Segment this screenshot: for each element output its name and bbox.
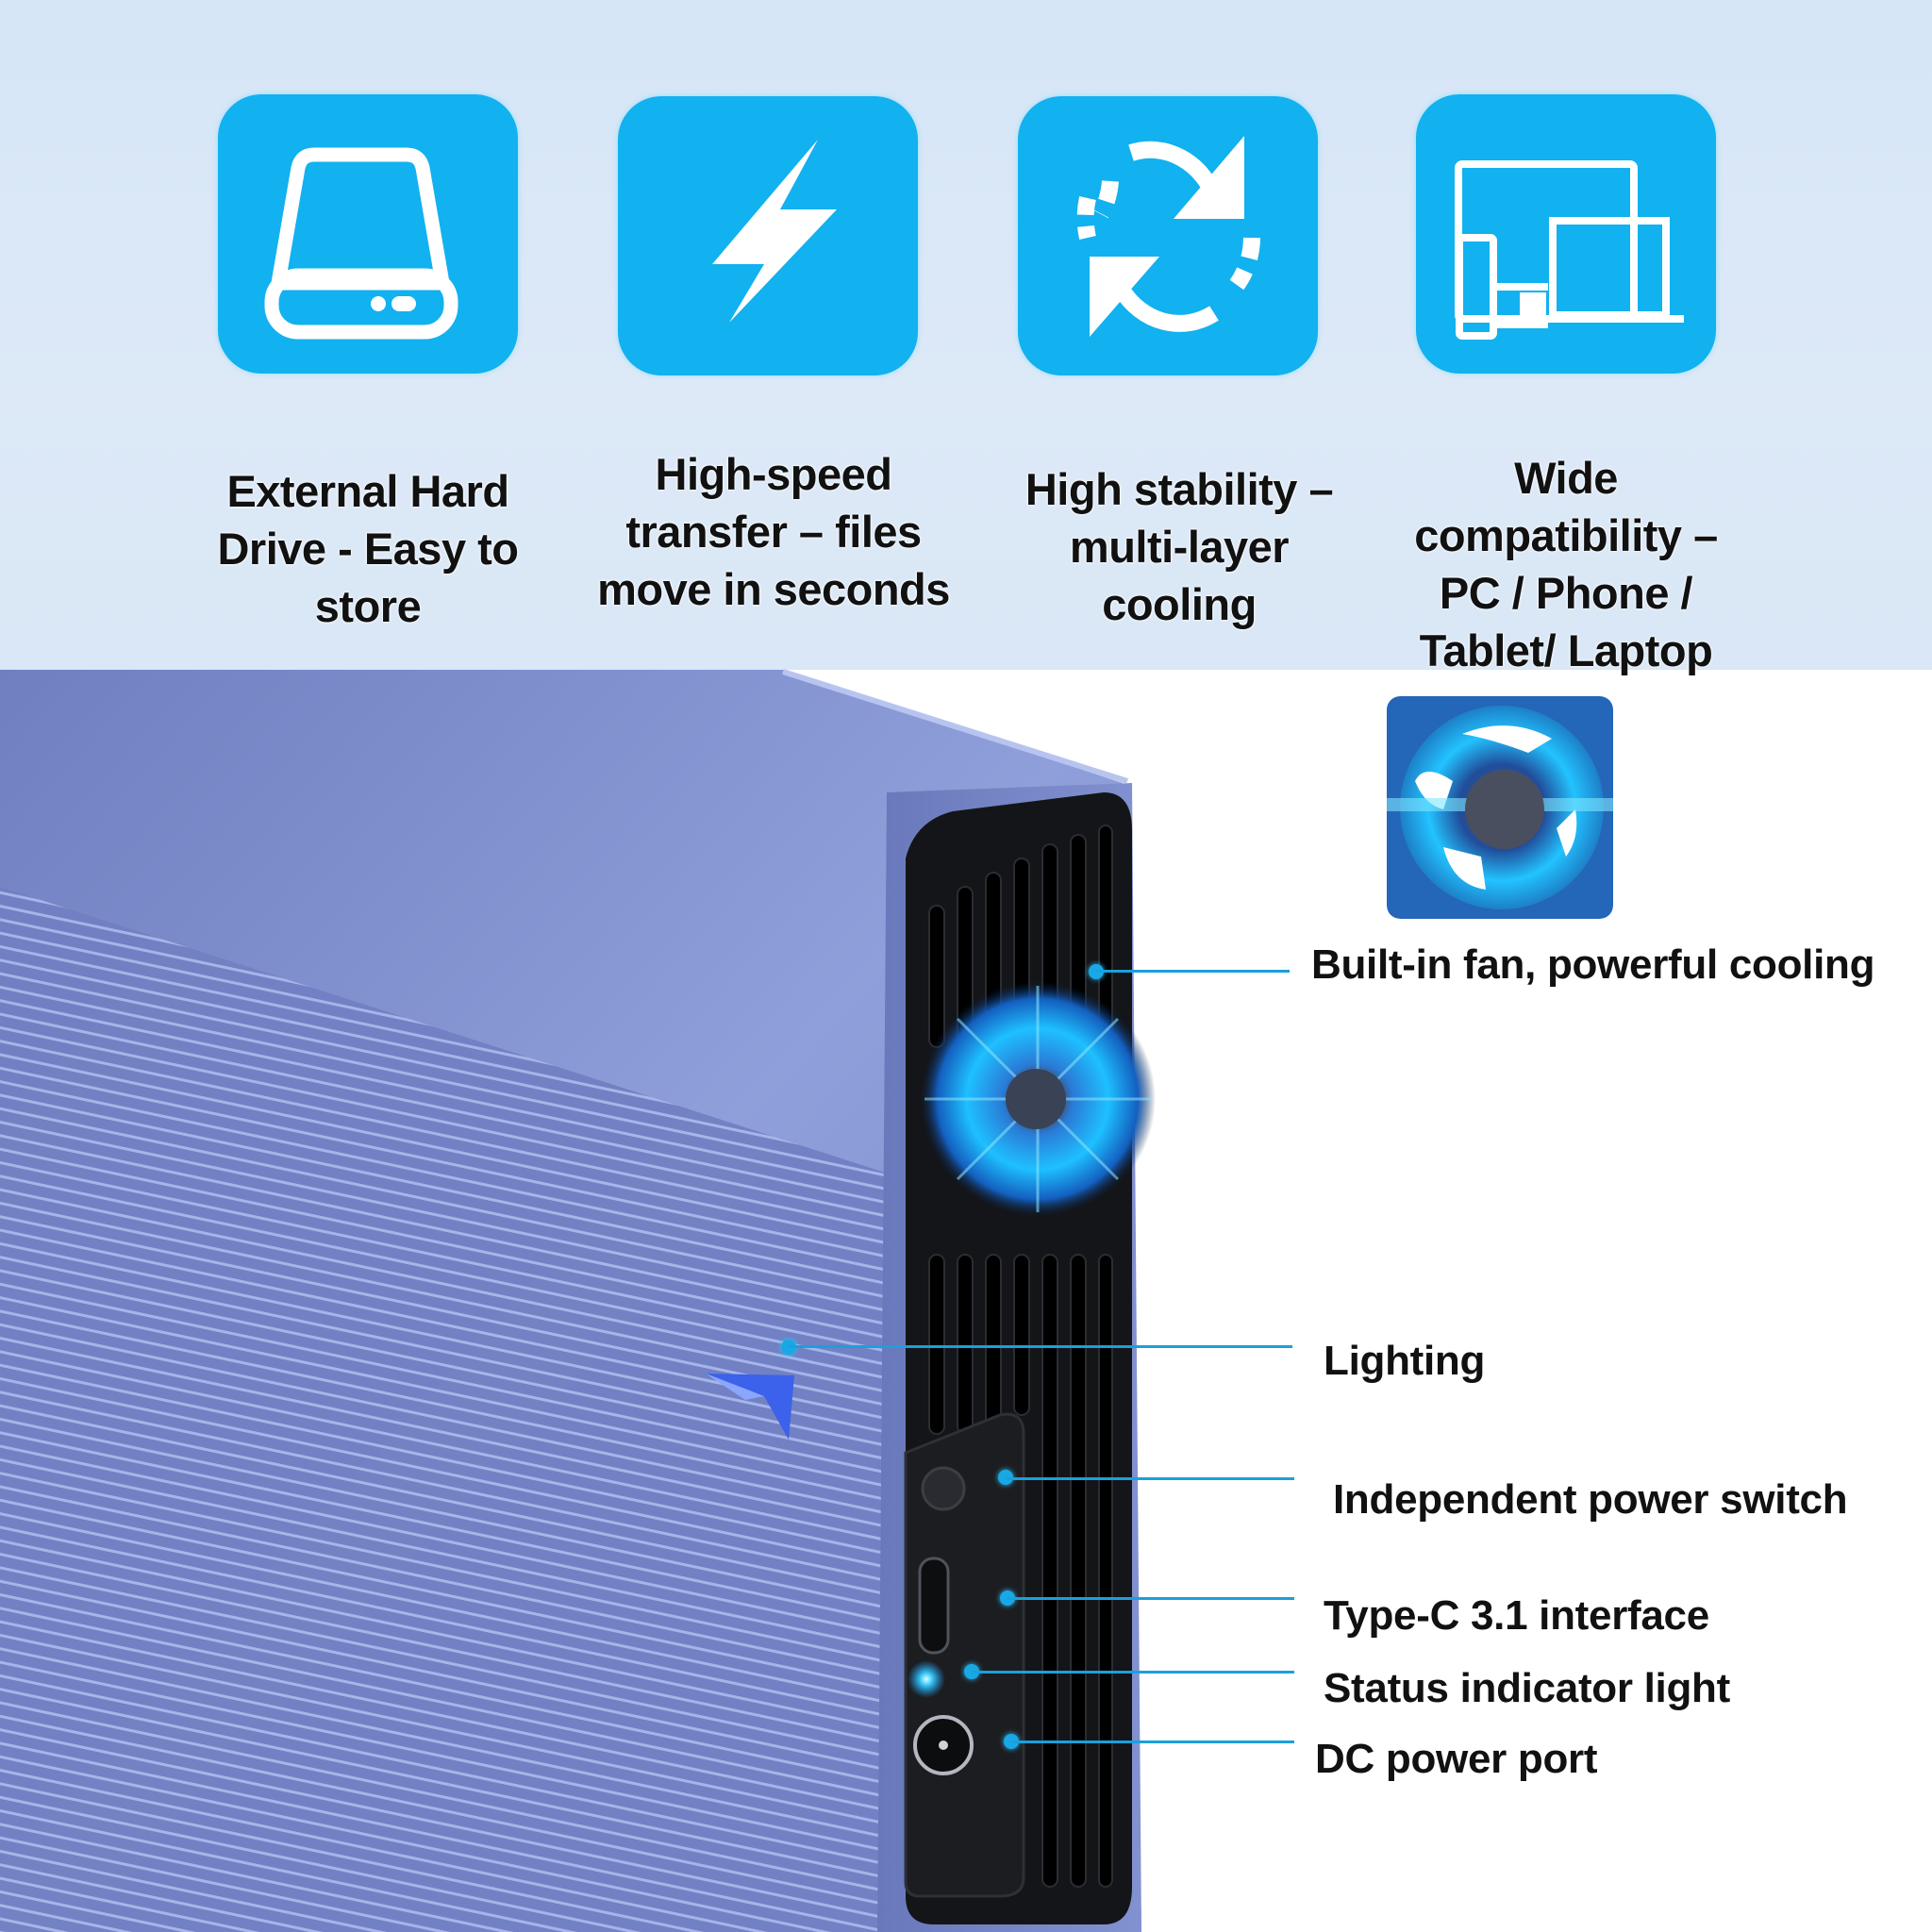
callout-line-fan — [1096, 970, 1290, 973]
callout-line-power-switch — [1006, 1477, 1294, 1480]
fan-glow — [920, 981, 1156, 1217]
feature-caption-external-drive: External Hard Drive - Easy to store — [189, 462, 547, 635]
caption-line: PC / Phone / — [1439, 568, 1693, 618]
callout-label-lighting: Lighting — [1324, 1338, 1486, 1384]
lighting-logo-icon — [706, 1374, 794, 1440]
caption-line: External Hard — [226, 466, 509, 516]
lightning-bolt-icon — [712, 140, 837, 323]
feature-tile-compatibility — [1416, 94, 1716, 374]
status-led — [908, 1660, 945, 1698]
callout-label-power-switch: Independent power switch — [1333, 1476, 1848, 1523]
callout-label-fan: Built-in fan, powerful cooling — [1311, 941, 1875, 988]
caption-line: High-speed — [655, 449, 892, 499]
caption-line: multi-layer — [1069, 522, 1290, 572]
cooling-fan-icon — [1387, 696, 1613, 919]
callout-line-type-c — [1008, 1597, 1294, 1600]
callout-label-type-c: Type-C 3.1 interface — [1324, 1592, 1709, 1639]
caption-line: Drive - Easy to — [217, 524, 519, 574]
feature-tile-stability — [1018, 96, 1318, 375]
callout-label-dc-port: DC power port — [1315, 1736, 1598, 1782]
sync-arrows-icon — [1076, 136, 1260, 337]
feature-tile-external-drive — [218, 94, 518, 374]
power-switch — [921, 1466, 966, 1511]
caption-line: store — [314, 581, 422, 631]
fan-product-thumbnail — [1387, 696, 1613, 919]
type-c-port — [918, 1557, 950, 1655]
caption-line: Wide — [1514, 453, 1618, 503]
caption-line: compatibility – — [1414, 510, 1718, 560]
feature-caption-compatibility: Wide compatibility – PC / Phone / Tablet… — [1387, 449, 1745, 679]
caption-line: transfer – files — [625, 507, 922, 557]
multi-device-icon — [1455, 160, 1684, 340]
callout-label-status-light: Status indicator light — [1324, 1665, 1730, 1711]
external-hard-drive-icon — [264, 147, 458, 340]
feature-caption-high-speed: High-speed transfer – files move in seco… — [585, 445, 962, 618]
caption-line: Tablet/ Laptop — [1419, 625, 1713, 675]
caption-line: move in seconds — [597, 564, 950, 614]
callout-line-status-light — [972, 1671, 1294, 1674]
callout-line-lighting — [789, 1345, 1292, 1348]
feature-caption-stability: High stability – multi-layer cooling — [991, 460, 1368, 633]
caption-line: High stability – — [1024, 464, 1334, 514]
caption-line: cooling — [1102, 579, 1257, 629]
feature-tile-high-speed — [618, 96, 918, 375]
callout-line-dc-port — [1011, 1740, 1294, 1743]
